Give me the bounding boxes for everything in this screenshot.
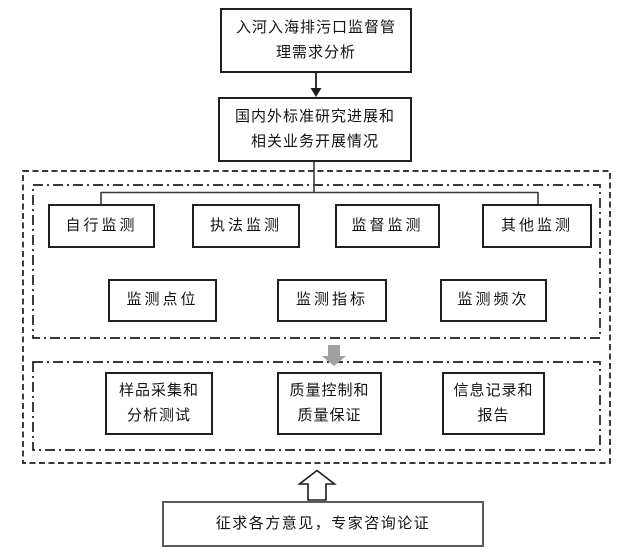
- node-monitoring-frequency: 监测频次: [440, 279, 547, 322]
- down-arrow-icon: [310, 88, 322, 97]
- node-self-monitoring: 自行监测: [48, 204, 155, 248]
- outer-dashed-frame: [22, 170, 611, 464]
- node-monitoring-indicators: 监测指标: [277, 279, 387, 322]
- node-supervision-monitoring: 监督监测: [335, 204, 440, 248]
- node-record-report: 信息记录和 报告: [442, 372, 545, 435]
- node-standards-research: 国内外标准研究进展和 相关业务开展情况: [218, 97, 412, 162]
- hollow-up-arrow-icon: [297, 469, 337, 501]
- node-sampling-analysis: 样品采集和 分析测试: [105, 372, 213, 435]
- node-demand-analysis: 入河入海排污口监督管 理需求分析: [220, 8, 412, 73]
- node-enforcement-monitoring: 执法监测: [192, 204, 300, 248]
- node-quality-control: 质量控制和 质量保证: [277, 372, 382, 435]
- qc-dashdot-frame: [32, 361, 601, 451]
- node-monitoring-points: 监测点位: [108, 279, 217, 322]
- block-down-arrow-icon: [322, 345, 346, 366]
- node-other-monitoring: 其他监测: [482, 204, 592, 248]
- monitoring-dashdot-frame: [32, 184, 601, 339]
- node-consultation: 征求各方意见，专家咨询论证: [162, 501, 484, 547]
